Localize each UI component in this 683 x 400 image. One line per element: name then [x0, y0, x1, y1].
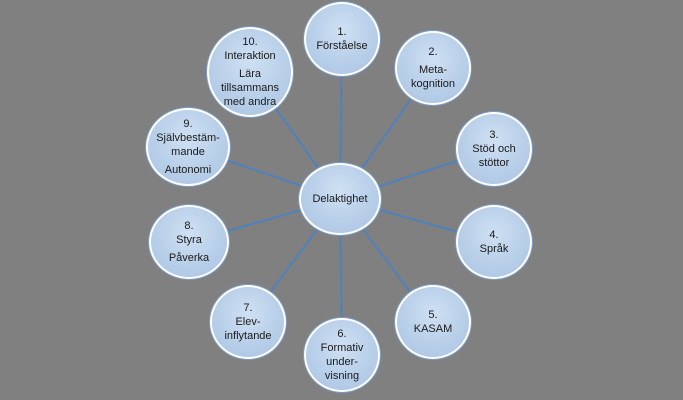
node-7: 7. Elev- inflytande: [210, 285, 286, 359]
node-8-label-a: Styra: [176, 234, 202, 246]
node-9-label-b: mande: [171, 146, 205, 158]
node-3-label-a: Stöd och: [472, 143, 516, 155]
node-9-label-c: Autonomi: [164, 164, 212, 176]
node-3-label-b: stöttor: [478, 157, 510, 169]
node-10-label-b: Lära: [238, 68, 262, 80]
node-3-number: 3.: [489, 129, 499, 141]
node-1-label: Förståelse: [316, 40, 368, 52]
node-10: 10. Interaktion Lära tillsammans med and…: [207, 27, 293, 117]
node-3: 3. Stöd och stöttor: [456, 112, 532, 186]
center-label: Delaktighet: [312, 193, 368, 205]
node-9-number: 9.: [183, 118, 193, 130]
node-4-number: 4.: [489, 229, 499, 241]
node-6-number: 6.: [337, 328, 347, 340]
node-10-number: 10.: [242, 36, 258, 48]
node-8-number: 8.: [184, 220, 194, 232]
node-10-label-c: tillsammans: [220, 82, 280, 94]
node-9: 9. Självbestäm- mande Autonomi: [146, 108, 230, 186]
node-9-label-a: Självbestäm-: [156, 132, 220, 144]
node-8-label-b: Påverka: [168, 252, 210, 264]
node-7-label-a: Elev-: [235, 316, 261, 328]
node-5-label: KASAM: [413, 323, 453, 335]
node-2: 2. Meta- kognition: [395, 31, 471, 105]
node-6: 6. Formativ under- visning: [304, 318, 380, 392]
node-2-label-a: Meta-: [418, 64, 448, 76]
node-2-number: 2.: [428, 46, 438, 58]
node-5: 5. KASAM: [395, 285, 471, 359]
node-4-label: Språk: [479, 243, 509, 255]
node-6-label-a: Formativ: [320, 342, 364, 354]
node-1: 1. Förståelse: [304, 2, 380, 76]
center-node: Delaktighet: [299, 163, 381, 235]
node-10-label-d: med andra: [223, 96, 277, 108]
node-7-number: 7.: [243, 302, 253, 314]
node-5-number: 5.: [428, 309, 438, 321]
node-7-label-b: inflytande: [224, 330, 272, 342]
node-10-label-a: Interaktion: [224, 50, 276, 62]
node-6-label-b: under-: [326, 356, 358, 368]
node-4: 4. Språk: [456, 205, 532, 279]
node-2-label-b: kognition: [410, 78, 456, 90]
node-1-number: 1.: [337, 26, 347, 38]
node-8: 8. Styra Påverka: [149, 205, 229, 279]
node-6-label-c: visning: [324, 370, 360, 382]
